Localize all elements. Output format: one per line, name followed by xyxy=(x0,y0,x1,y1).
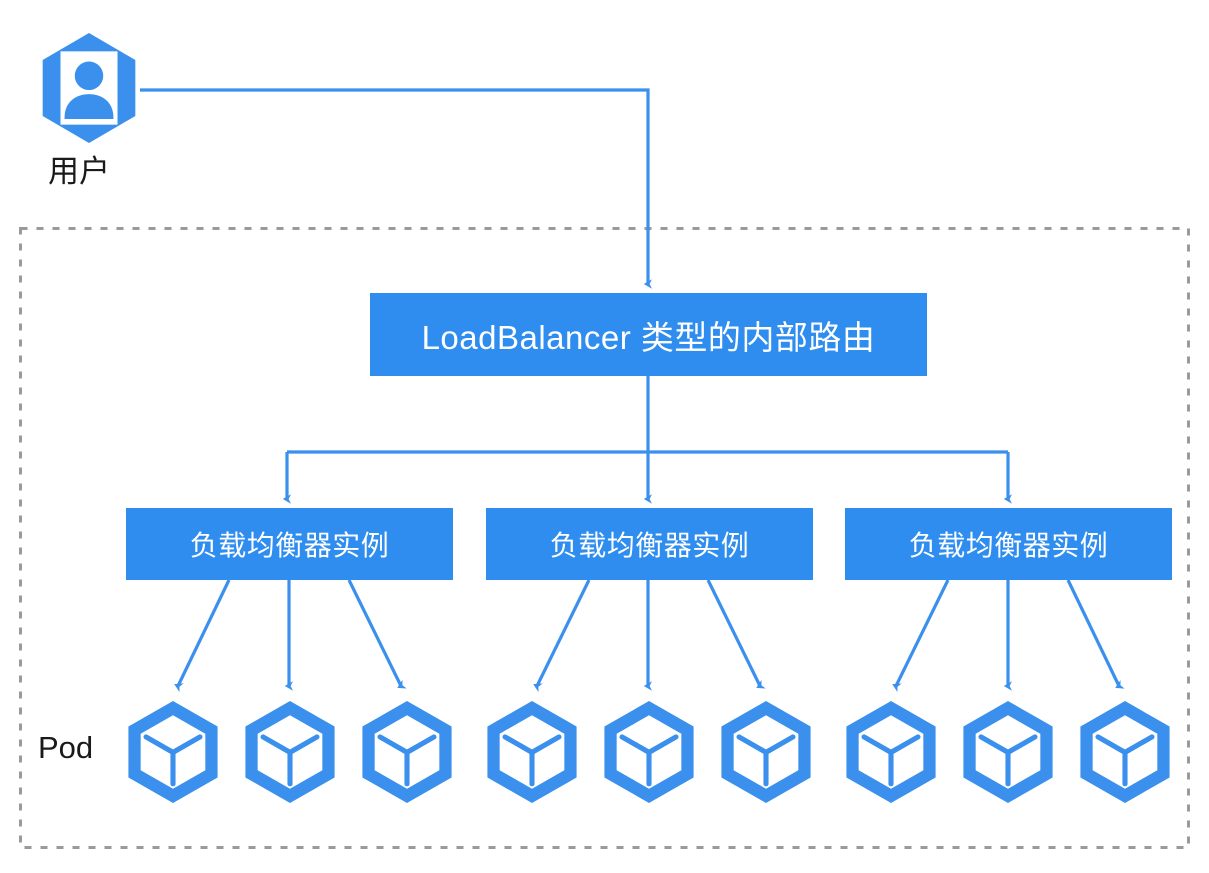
connector-instance2-to-pods xyxy=(533,579,766,693)
pod-cube-hexagon-icon[interactable] xyxy=(245,701,334,803)
connector-instance1-to-pods xyxy=(174,579,407,693)
connector-loadbalancer-to-instances xyxy=(282,376,1012,504)
pod-cube-hexagon-icon[interactable] xyxy=(362,701,451,803)
pod-cube-hexagon-icon[interactable] xyxy=(721,701,810,803)
lb-instance-box-3[interactable] xyxy=(845,508,1172,580)
pod-cube-hexagon-icon[interactable] xyxy=(604,701,693,803)
cluster-boundary xyxy=(19,227,1190,849)
lb-instance-box-2[interactable] xyxy=(486,508,813,580)
user-hexagon-icon xyxy=(42,33,136,143)
pod-cube-hexagon-icon[interactable] xyxy=(128,701,217,803)
user-caption-label: 用户 xyxy=(48,154,110,189)
connector-user-to-loadbalancer xyxy=(140,88,652,289)
connector-instance3-to-pods xyxy=(892,579,1125,693)
lb-instance-box-1[interactable] xyxy=(126,508,453,580)
pod-cube-hexagon-icon[interactable] xyxy=(846,701,935,803)
pod-cube-hexagon-icon[interactable] xyxy=(963,701,1052,803)
pod-cube-hexagon-icon[interactable] xyxy=(1080,701,1169,803)
pod-caption-label: Pod xyxy=(38,730,94,765)
loadbalancer-box[interactable] xyxy=(370,293,927,376)
pod-cube-hexagon-icon[interactable] xyxy=(487,701,576,803)
